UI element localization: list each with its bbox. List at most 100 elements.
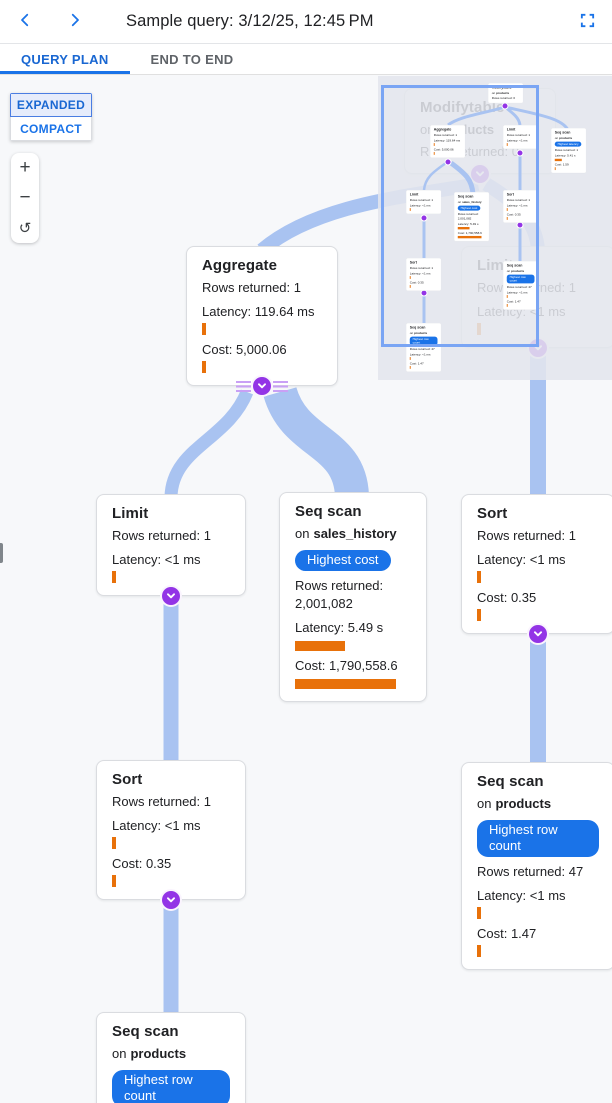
plan-node-title: Aggregate — [433, 127, 452, 132]
cost-value: Cost: 5,000.06 — [202, 342, 287, 357]
page-title: Sample query: 3/12/25, 12:45 PM — [126, 12, 374, 30]
prev-sample-button[interactable] — [10, 7, 40, 37]
collapse-chevron-badge[interactable] — [527, 623, 549, 645]
latency-bar — [433, 143, 435, 146]
rows-returned-value: Rows returned: 1 — [554, 148, 579, 152]
cost-bar — [112, 875, 116, 887]
table-name: sales_history — [313, 526, 397, 541]
rows-returned-value: Rows returned: 2,001,082 — [295, 578, 384, 611]
latency-value: Latency: 5.41 s — [554, 153, 576, 158]
collapse-chevron-badge[interactable] — [160, 889, 182, 911]
canvas-resize-handle[interactable] — [0, 543, 3, 563]
metric-badge: Highest latency — [554, 141, 582, 147]
rows-returned-value: Rows returned: 47 — [506, 284, 532, 289]
reset-zoom-button[interactable]: ↺ — [11, 213, 39, 243]
plan-node-table: onproducts — [507, 269, 535, 273]
next-sample-button[interactable] — [60, 7, 90, 37]
latency-value: Latency: <1 ms — [477, 888, 566, 903]
cost-bar — [554, 167, 556, 171]
rows-returned-value: Rows returned: 1 — [506, 132, 531, 137]
zoom-out-button[interactable]: − — [11, 183, 39, 213]
plan-node-title: Limit — [506, 127, 516, 132]
cost-value: Cost: 1.59 — [554, 162, 569, 167]
table-name: products — [496, 90, 510, 95]
latency-bar — [112, 837, 116, 849]
cost-bar — [477, 609, 481, 621]
cost-value: Cost: 0.35 — [409, 280, 424, 285]
fullscreen-button[interactable] — [572, 7, 602, 37]
metric-badge: Highest cost — [295, 550, 391, 571]
latency-bar — [506, 295, 508, 298]
table-name: products — [495, 796, 552, 811]
collapse-chevron-badge[interactable] — [160, 585, 182, 607]
plan-node-table: onproducts — [410, 331, 438, 335]
tab-query-plan[interactable]: QUERY PLAN — [0, 44, 130, 74]
metric-badge: Highest row count — [409, 336, 438, 346]
latency-value: Latency: <1 ms — [477, 552, 566, 567]
table-name: products — [559, 135, 573, 140]
metric-badge: Highest row count — [506, 274, 535, 284]
cost-value: Cost: 1.47 — [477, 926, 537, 941]
zoom-controls: + − ↺ — [11, 153, 39, 243]
minimap-viewport[interactable] — [381, 85, 539, 347]
latency-value: Latency: 119.64 ms — [433, 138, 461, 143]
cost-bar — [409, 285, 411, 288]
latency-value: Latency: <1 ms — [409, 271, 431, 276]
compact-button[interactable]: COMPACT — [10, 117, 92, 141]
cost-value: Cost: 1.47 — [409, 361, 424, 366]
cost-bar — [433, 152, 435, 155]
rows-returned-value: Rows returned: 0 — [491, 96, 516, 100]
header: Sample query: 3/12/25, 12:45 PM — [0, 0, 612, 44]
tab-end-to-end[interactable]: END TO END — [130, 44, 255, 74]
table-prefix: on — [112, 1046, 127, 1061]
expanded-button[interactable]: EXPANDED — [10, 93, 92, 117]
cost-bar — [477, 945, 481, 957]
collapse-chevron-badge[interactable] — [236, 375, 288, 397]
cost-value: Cost: 1.47 — [506, 299, 521, 304]
latency-value: Latency: <1 ms — [409, 352, 431, 357]
cost-bar — [202, 361, 206, 373]
plan-node-title: Aggregate — [202, 257, 278, 274]
plan-node-title: Seq scan — [506, 263, 523, 268]
latency-bar — [477, 571, 481, 583]
plan-node-title: Sort — [477, 505, 508, 522]
table-prefix: on — [295, 526, 310, 541]
plan-node-title: Sort — [409, 260, 417, 265]
metric-badge: Highest row count — [112, 1070, 230, 1103]
plan-node-title: Seq scan — [112, 1023, 179, 1040]
rows-returned-value: Rows returned: 47 — [477, 864, 584, 879]
latency-bar — [477, 907, 481, 919]
rows-returned-value: Rows returned: 1 — [112, 528, 211, 543]
table-prefix: on — [409, 330, 414, 335]
chevron-down-icon — [257, 383, 267, 389]
latency-bar — [409, 276, 411, 279]
plan-node-title: Seq scan — [409, 325, 426, 330]
chevron-down-icon — [166, 593, 176, 599]
rows-returned-value: Rows returned: 1 — [112, 794, 211, 809]
cost-value: Cost: 5,000.06 — [433, 147, 454, 152]
rows-returned-value: Rows returned: 47 — [409, 346, 435, 351]
table-name: products — [414, 330, 428, 335]
latency-bar — [506, 143, 508, 146]
latency-bar — [202, 323, 206, 335]
zoom-in-button[interactable]: + — [11, 153, 39, 183]
cost-bar — [409, 366, 411, 369]
rows-returned-value: Rows returned: 1 — [202, 280, 301, 295]
latency-bar — [554, 158, 562, 162]
metric-badge: Highest row count — [477, 820, 599, 857]
